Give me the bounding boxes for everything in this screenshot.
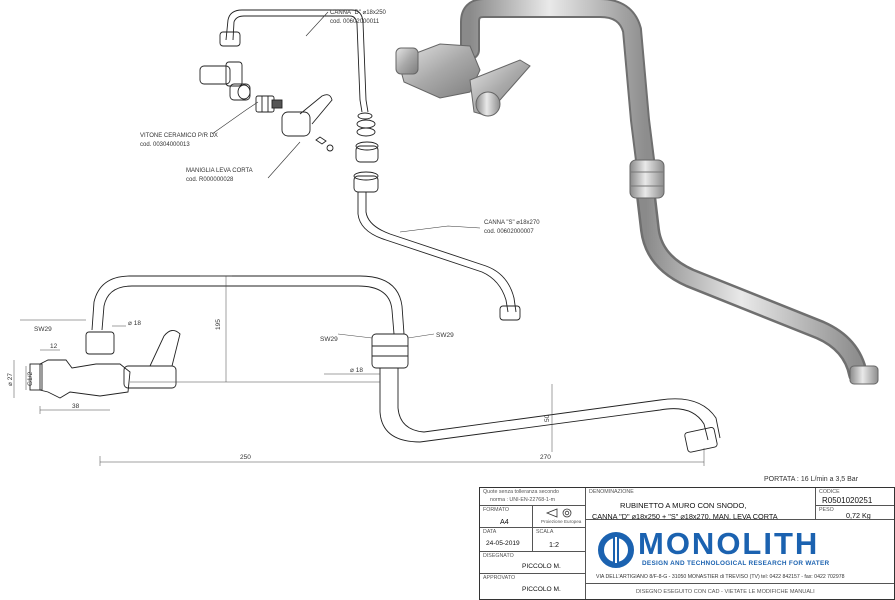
drawn-cell: DISEGNATO PICCOLO M. bbox=[480, 552, 586, 574]
footer-cell: DISEGNO ESEGUITO CON CAD - VIETATE LE MO… bbox=[586, 584, 894, 599]
format-cell: FORMATO A4 bbox=[480, 506, 533, 528]
callout-cartridge-name: VITONE CERAMICO P/R DX bbox=[140, 133, 218, 139]
date-caption: DATA bbox=[483, 529, 497, 535]
callout-spout-s-code: cod. 00602000007 bbox=[484, 229, 534, 235]
weight-value: 0,72 Kg bbox=[846, 511, 871, 520]
denomination-caption: DENOMINAZIONE bbox=[589, 489, 634, 495]
spout-d-part bbox=[219, 9, 373, 120]
valve-body-part bbox=[199, 61, 251, 101]
dim-dia18-bottom: ⌀ 18 bbox=[350, 367, 363, 374]
callout-spout-d-code: cod. 00602000011 bbox=[330, 19, 380, 25]
callout-handle-code: cod. R000000028 bbox=[186, 177, 234, 183]
brand-name: MONOLITH bbox=[638, 526, 820, 561]
projection-symbol-icon bbox=[545, 508, 572, 518]
dim-270: 270 bbox=[540, 454, 551, 461]
callout-cartridge: VITONE CERAMICO P/R DX cod. 00304000013 bbox=[140, 133, 218, 148]
flow-rate-note: PORTATA : 16 L/min a 3,5 Bar bbox=[764, 476, 859, 483]
callout-handle-name: MANIGLIA LEVA CORTA bbox=[186, 168, 253, 174]
dimension-lines bbox=[13, 275, 705, 466]
scale-caption: SCALA bbox=[536, 529, 554, 535]
date-value: 24-05-2019 bbox=[486, 540, 520, 547]
approved-cell: APPROVATO PICCOLO M. bbox=[480, 574, 586, 599]
side-view bbox=[29, 275, 721, 453]
company-address: VIA DELL'ARTIGIANO 8/F-8-G - 31050 MONAS… bbox=[596, 574, 845, 580]
scale-cell: SCALA 1:2 bbox=[533, 528, 586, 552]
callout-spout-s-name: CANNA "S" ⌀18x270 bbox=[484, 220, 540, 226]
denomination-cell: DENOMINAZIONE RUBINETTO A MURO CON SNODO… bbox=[586, 488, 816, 520]
approved-caption: APPROVATO bbox=[483, 575, 516, 581]
code-cell: CODICE R0501020251 bbox=[816, 488, 894, 506]
handle-part bbox=[281, 94, 334, 152]
dim-thread: G1/2 bbox=[27, 372, 34, 386]
date-cell: DATA 24-05-2019 bbox=[480, 528, 533, 552]
brand-tagline: DESIGN AND TECHNOLOGICAL RESEARCH FOR WA… bbox=[642, 560, 830, 567]
dim-sw29-left: SW29 bbox=[34, 326, 52, 333]
spout-fittings-part bbox=[353, 119, 379, 193]
approved-value: PICCOLO M. bbox=[522, 586, 561, 593]
callout-cartridge-code: cod. 00304000013 bbox=[140, 142, 190, 148]
dim-38: 38 bbox=[72, 403, 80, 410]
weight-caption: PESO bbox=[819, 507, 834, 513]
dim-12: 12 bbox=[50, 343, 58, 350]
callout-spout-d-name: CANNA "D" ⌀18x250 bbox=[330, 10, 387, 16]
spout-s-part bbox=[357, 192, 521, 321]
dim-250: 250 bbox=[240, 454, 251, 461]
denomination-line2: CANNA "D" ⌀18x250 + "S" ⌀18x270, MAN. LE… bbox=[592, 512, 778, 520]
dim-dia18-top: ⌀ 18 bbox=[128, 320, 141, 327]
callout-spout-d: CANNA "D" ⌀18x250 cod. 00602000011 bbox=[330, 10, 387, 25]
code-caption: CODICE bbox=[819, 489, 840, 495]
dim-dia27: ⌀ 27 bbox=[7, 373, 14, 386]
dimension-labels: SW29 ⌀ 18 195 SW29 SW29 ⌀ 18 12 ⌀ 27 G1/… bbox=[7, 319, 551, 461]
product-render bbox=[395, 0, 879, 385]
projection-caption: Proiezione Europea bbox=[541, 519, 582, 524]
title-block: Quote senza tolleranza secondo norma : U… bbox=[479, 487, 895, 600]
exploded-view bbox=[199, 9, 521, 321]
monolith-logo-icon bbox=[598, 532, 634, 568]
denomination-line1: RUBINETTO A MURO CON SNODO, bbox=[620, 501, 747, 510]
dim-sw29-mid-left: SW29 bbox=[320, 336, 338, 343]
cartridge-part bbox=[255, 95, 283, 113]
format-caption: FORMATO bbox=[483, 507, 509, 513]
tolerance-cell: Quote senza tolleranza secondo norma : U… bbox=[480, 488, 586, 506]
code-value: R0501020251 bbox=[822, 496, 873, 505]
drawn-caption: DISEGNATO bbox=[483, 553, 514, 559]
dim-sw29-mid-right: SW29 bbox=[436, 332, 454, 339]
scale-value: 1:2 bbox=[549, 540, 559, 549]
tolerance-caption: Quote senza tolleranza secondo bbox=[483, 489, 559, 495]
weight-cell: PESO 0,72 Kg bbox=[816, 506, 894, 520]
footer-note: DISEGNO ESEGUITO CON CAD - VIETATE LE MO… bbox=[636, 589, 815, 595]
tolerance-norm: norma : UNI-EN-22768-1-m bbox=[490, 497, 556, 503]
dim-height-195: 195 bbox=[215, 319, 222, 330]
drawn-value: PICCOLO M. bbox=[522, 563, 561, 570]
callout-spout-s: CANNA "S" ⌀18x270 cod. 00602000007 bbox=[484, 220, 540, 235]
dim-50: 50 bbox=[544, 414, 551, 422]
callout-leaders bbox=[211, 11, 481, 233]
projection-cell: Proiezione Europea bbox=[533, 506, 586, 528]
brand-cell: MONOLITH DESIGN AND TECHNOLOGICAL RESEAR… bbox=[586, 520, 894, 584]
callout-handle: MANIGLIA LEVA CORTA cod. R000000028 bbox=[186, 168, 253, 183]
format-value: A4 bbox=[500, 517, 509, 526]
